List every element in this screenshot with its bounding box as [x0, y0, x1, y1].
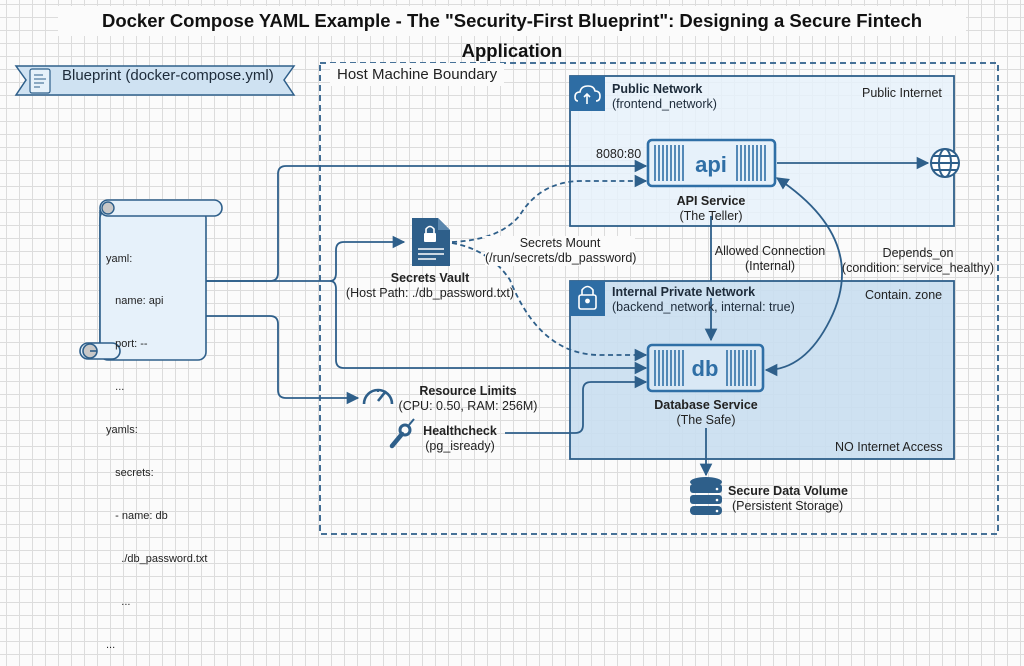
api-service-caption: API Service (The Teller) — [661, 194, 761, 224]
public-network-title: Public Network — [612, 82, 703, 96]
data-volume-title: Secure Data Volume — [728, 484, 848, 498]
private-network-header: Internal Private Network (backend_networ… — [612, 285, 795, 315]
private-network-subtitle: (backend_network, internal: true) — [612, 300, 795, 314]
page-title: Docker Compose YAML Example - The "Secur… — [58, 6, 966, 61]
secrets-vault-caption: Secrets Vault (Host Path: ./db_password.… — [345, 271, 515, 301]
api-box-label: api — [695, 152, 727, 177]
db-box-label: db — [692, 356, 719, 381]
yaml-line: port: -- — [106, 338, 148, 351]
yaml-line: - name: db — [106, 509, 168, 522]
allowed-connection-subtitle: (Internal) — [744, 259, 796, 273]
secrets-mount-subtitle: (/run/secrets/db_password) — [485, 251, 637, 265]
yaml-line: ... — [106, 381, 125, 394]
database-icon — [690, 477, 722, 515]
db-service-title: Database Service — [654, 398, 758, 412]
connector-yaml-to-db — [329, 280, 648, 375]
host-boundary — [319, 62, 999, 535]
gauge-icon — [362, 388, 394, 405]
data-volume-subtitle: (Persistent Storage) — [732, 499, 844, 513]
depends-on-title: Depends_on — [882, 246, 954, 260]
db-service-subtitle: (The Safe) — [676, 413, 736, 427]
depends-on-subtitle: (condition: service_healthy) — [841, 261, 995, 275]
resource-limits-title: Resource Limits — [419, 384, 517, 398]
healthcheck-subtitle: (pg_isready) — [425, 439, 495, 453]
secrets-vault-subtitle: (Host Path: ./db_password.txt) — [345, 286, 515, 300]
healthcheck-caption: Healthcheck (pg_isready) — [420, 424, 500, 454]
api-service-title: API Service — [676, 194, 746, 208]
diagram-canvas: api db — [14, 62, 999, 535]
yaml-scroll — [79, 199, 223, 361]
blueprint-label: Blueprint (docker-compose.yml) — [62, 67, 274, 84]
api-service-box[interactable]: api — [646, 138, 777, 188]
allowed-connection-title: Allowed Connection — [714, 244, 826, 258]
data-volume-caption: Secure Data Volume (Persistent Storage) — [728, 484, 848, 514]
db-service-caption: Database Service (The Safe) — [646, 398, 766, 428]
api-service-subtitle: (The Teller) — [679, 209, 743, 223]
resource-limits-subtitle: (CPU: 0.50, RAM: 256M) — [398, 399, 538, 413]
connector-secret-to-api — [451, 174, 648, 243]
wrench-icon — [389, 418, 415, 449]
yaml-line: ... — [106, 638, 116, 651]
connector-brace-to-vault — [329, 235, 406, 282]
secrets-vault-title: Secrets Vault — [390, 271, 470, 285]
yaml-line: yamls: — [106, 424, 138, 437]
connector-yaml-to-limits — [206, 315, 360, 405]
blueprint-ribbon — [14, 65, 296, 96]
scroll-icon — [29, 68, 51, 94]
host-boundary-label: Host Machine Boundary — [330, 63, 505, 86]
connector-secret-to-db — [451, 242, 648, 362]
resource-limits-caption: Resource Limits (CPU: 0.50, RAM: 256M) — [398, 384, 538, 414]
locked-document-icon — [412, 218, 450, 266]
connector-depends-on — [764, 177, 843, 377]
healthcheck-title: Healthcheck — [423, 424, 497, 438]
yaml-line: name: api — [106, 295, 164, 308]
public-internet-label: Public Internet — [862, 86, 942, 100]
private-network-title: Internal Private Network — [612, 285, 756, 299]
contain-zone-label: Contain. zone — [865, 288, 943, 302]
connector-healthcheck-to-db — [505, 375, 648, 434]
public-network-header: Public Network (frontend_network) — [612, 82, 717, 112]
secrets-mount-caption: Secrets Mount (/run/secrets/db_password) — [485, 236, 637, 266]
yaml-line: yaml: — [106, 252, 133, 265]
db-service-box[interactable]: db — [646, 343, 765, 393]
yaml-line: secrets: — [106, 467, 154, 480]
allowed-connection-caption: Allowed Connection (Internal) — [714, 244, 826, 274]
port-mapping-label: 8080:80 — [596, 147, 642, 161]
secrets-mount-title: Secrets Mount — [519, 236, 601, 250]
yaml-content: yaml: name: api port: -- ... yamls: secr… — [106, 223, 208, 666]
cloud-upload-icon — [574, 85, 601, 104]
lock-icon — [578, 285, 597, 310]
globe-icon[interactable] — [930, 148, 960, 178]
yaml-line: ... — [106, 595, 131, 608]
no-internet-label: NO Internet Access — [835, 440, 943, 454]
depends-on-caption: Depends_on (condition: service_healthy) — [838, 246, 998, 276]
public-network-subtitle: (frontend_network) — [612, 97, 717, 111]
